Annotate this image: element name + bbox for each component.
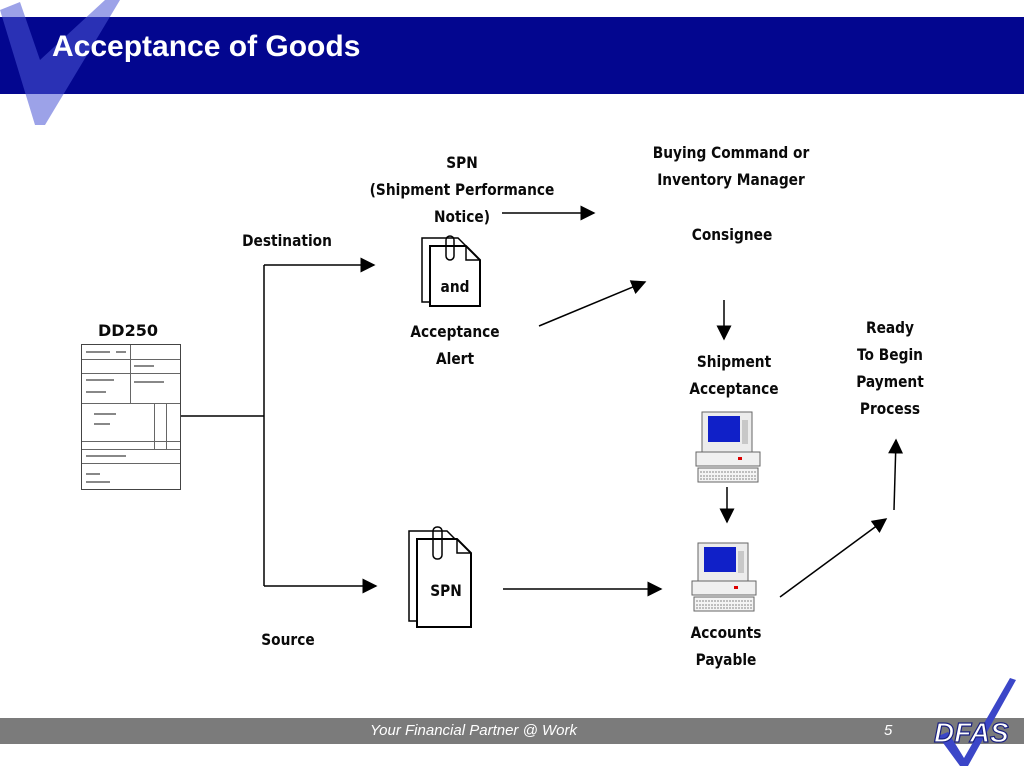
shipment-acceptance-label: Shipment Acceptance [689,352,779,398]
dfas-logo-icon: DFAS [933,678,1016,766]
acceptance-alert-label: Acceptance Alert [410,322,500,368]
accounts-payable-label: Accounts Payable [690,623,762,669]
page-number: 5 [884,722,893,739]
header-bar [0,17,1024,94]
destination-label: Destination [242,231,332,250]
consignee-label: Consignee [691,225,773,244]
svg-text:DFAS: DFAS [934,717,1009,748]
dd250-form-image [81,344,181,490]
footer-tagline: Your Financial Partner @ Work [370,722,577,739]
computer-icon [691,542,757,612]
and-label: and [440,277,470,296]
ready-label: Ready To Begin Payment Process [856,318,924,418]
source-label: Source [261,630,315,649]
document-icon [421,235,481,307]
spn-title: SPN (Shipment Performance Notice) [369,153,555,226]
footer-bar [0,718,1024,744]
computer-icon [695,411,761,483]
spn-doc-label: SPN [430,581,462,600]
buying-command-label: Buying Command or Inventory Manager [652,143,810,189]
document-icon [408,526,472,628]
check-logo-icon [0,0,120,125]
dd250-label: DD250 [98,321,158,340]
page-title: Acceptance of Goods [52,30,361,63]
